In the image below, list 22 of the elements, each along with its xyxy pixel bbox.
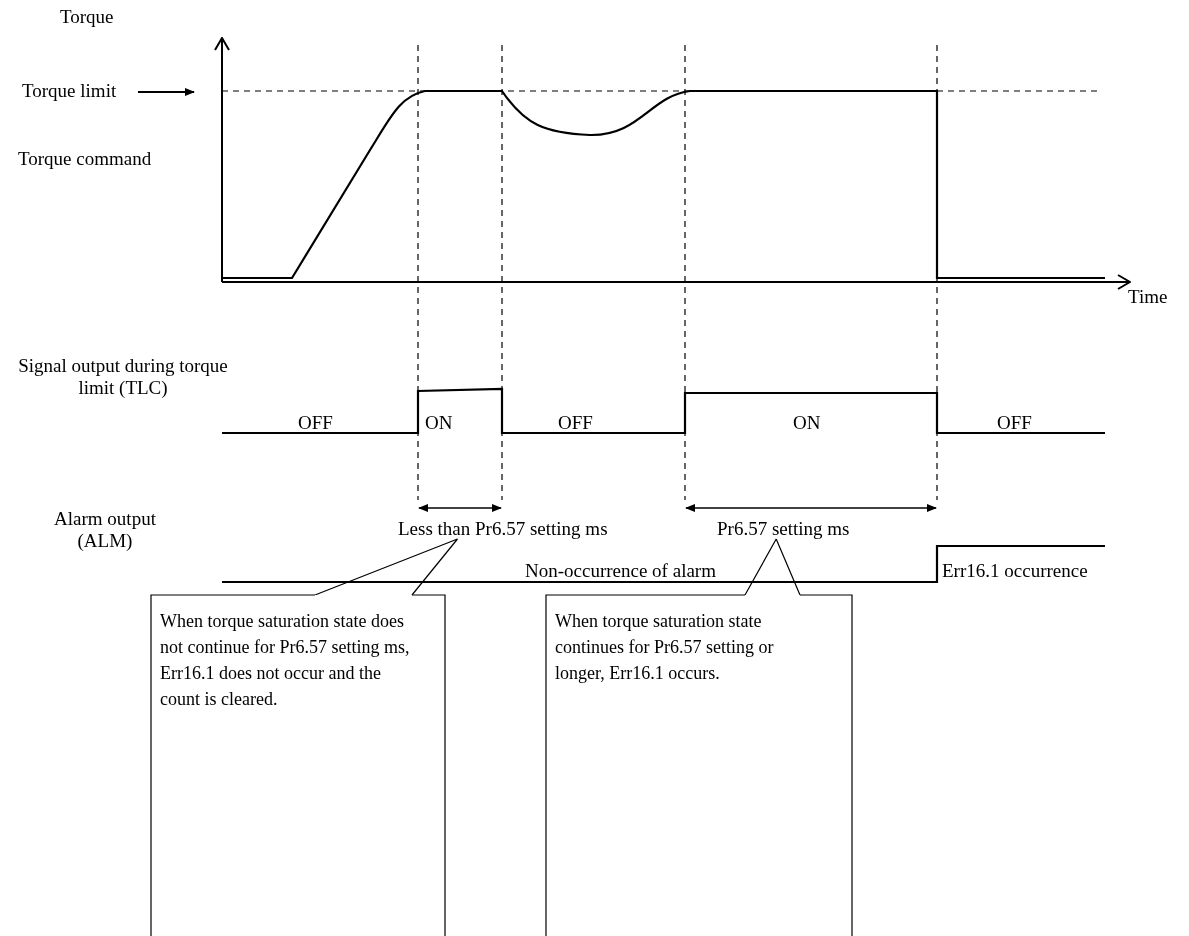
axis-label: Torque [60, 6, 114, 28]
state-label: OFF [298, 412, 333, 434]
signal-label: Alarm output (ALM) [53, 508, 157, 552]
state-label: OFF [997, 412, 1032, 434]
axis-label: Torque command [18, 148, 152, 170]
callout-box [545, 594, 853, 936]
callout-text: When torque saturation state does not continue for Pr6.57 setting ms, Err16.1 does not occur and the count is cleared. [160, 610, 410, 711]
callout-box [150, 594, 446, 936]
state-label: ON [425, 412, 453, 434]
signal-label: Signal output during torque limit (TLC) [18, 355, 228, 399]
duration-label: Less than Pr6.57 setting ms [398, 518, 636, 540]
axis-label: Time [1128, 286, 1168, 308]
state-label: ON [793, 412, 821, 434]
callout-text: When torque saturation state continues for Pr6.57 setting or longer, Err16.1 occurs. [555, 610, 775, 685]
leader-label: Torque limit [22, 80, 134, 104]
callout-pointer [744, 538, 801, 596]
state-label: Err16.1 occurrence [942, 560, 1088, 582]
duration-label: Pr6.57 setting ms [717, 518, 865, 540]
state-label: OFF [558, 412, 593, 434]
leader-arrow [137, 88, 195, 96]
state-label: Non-occurrence of alarm [525, 560, 716, 582]
callout-pointer [314, 538, 459, 596]
